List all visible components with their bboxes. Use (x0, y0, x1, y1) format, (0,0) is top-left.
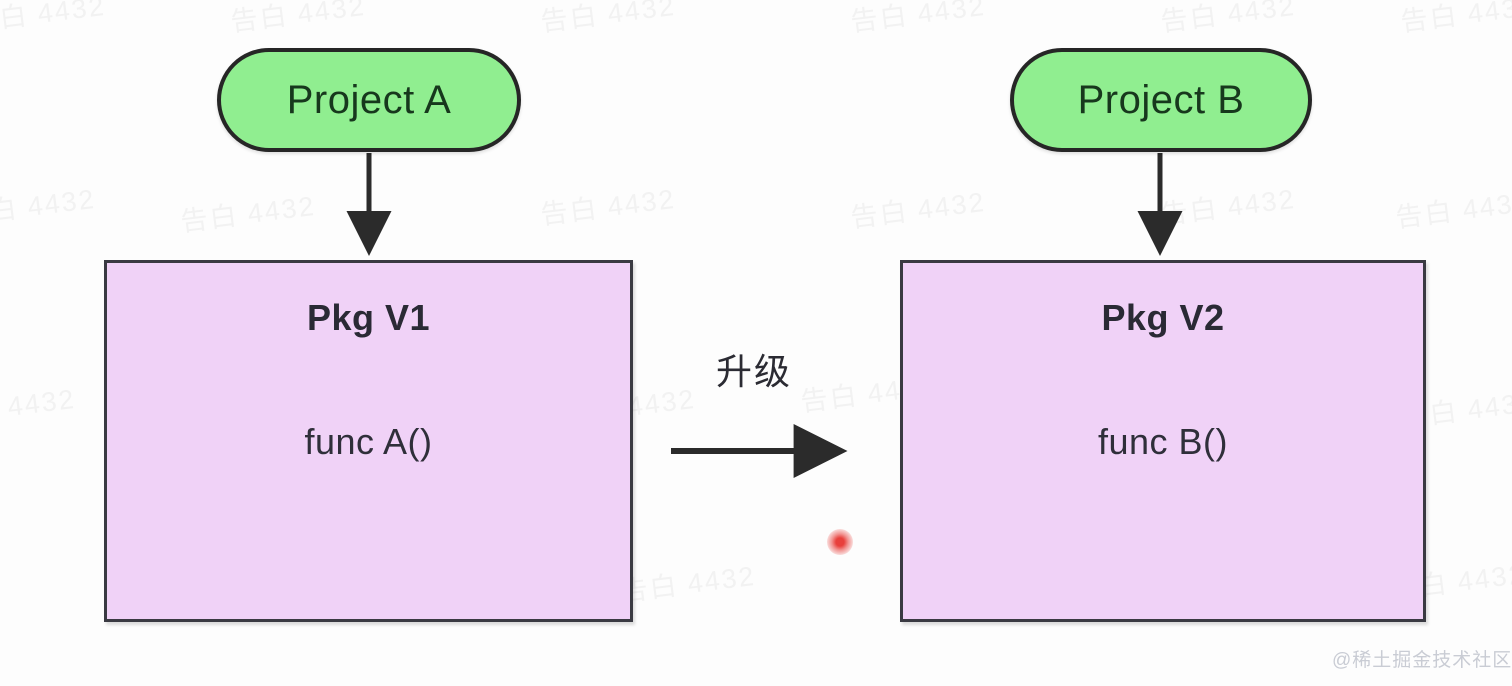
node-project-a-label: Project A (286, 77, 452, 122)
node-pkg-v1-function: func A() (304, 421, 433, 462)
node-project-a[interactable]: Project A (217, 48, 521, 152)
node-project-b-label: Project B (1077, 77, 1245, 122)
cursor-click-indicator (827, 529, 853, 555)
node-pkg-v2-title: Pkg V2 (1101, 297, 1225, 338)
node-pkg-v2-function: func B() (1097, 421, 1229, 462)
node-project-b[interactable]: Project B (1010, 48, 1312, 152)
node-pkg-v1[interactable]: Pkg V1 func A() (104, 260, 633, 622)
node-pkg-v2[interactable]: Pkg V2 func B() (900, 260, 1426, 622)
upgrade-arrow-label: 升级 (716, 351, 793, 392)
node-pkg-v1-title: Pkg V1 (306, 297, 431, 338)
attribution-watermark: @稀土掘金技术社区 (1332, 650, 1512, 671)
